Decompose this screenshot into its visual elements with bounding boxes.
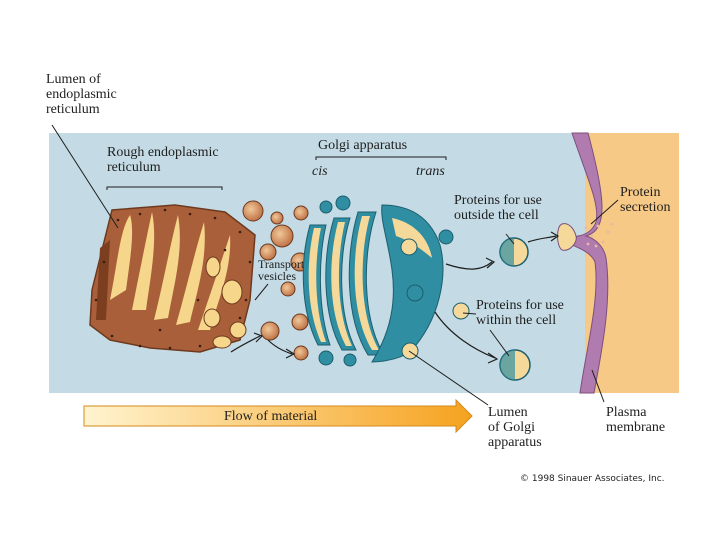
label-rough-er: Rough endoplasmic reticulum [107,145,219,175]
label-golgi-apparatus: Golgi apparatus [318,138,408,153]
transport-vesicles [242,200,310,361]
label-proteins-within: Proteins for use within the cell [476,298,564,328]
label-cis: cis [312,164,328,179]
label-plasma-membrane: Plasma membrane [606,405,666,435]
secretory-vesicles [452,223,577,381]
golgi-apparatus [302,195,454,367]
label-protein-secretion: Protein secretion [620,185,671,215]
rough-er [89,204,256,353]
leader-lines [51,124,619,406]
transport-arrows [230,231,560,364]
plasma-membrane [565,132,609,394]
label-lumen-golgi: Lumen of Golgi apparatus [488,405,542,450]
label-lumen-er: Lumen of endoplasmic reticulum [46,72,117,117]
label-flow-of-material: Flow of material [224,409,318,424]
protein-secretion-particles [584,222,614,248]
flow-arrow [83,398,473,434]
label-trans: trans [416,164,445,179]
copyright-credit: © 1998 Sinauer Associates, Inc. [520,474,665,484]
label-proteins-outside: Proteins for use outside the cell [454,193,542,223]
label-transport-vesicles: Transport vesicles [258,257,305,283]
